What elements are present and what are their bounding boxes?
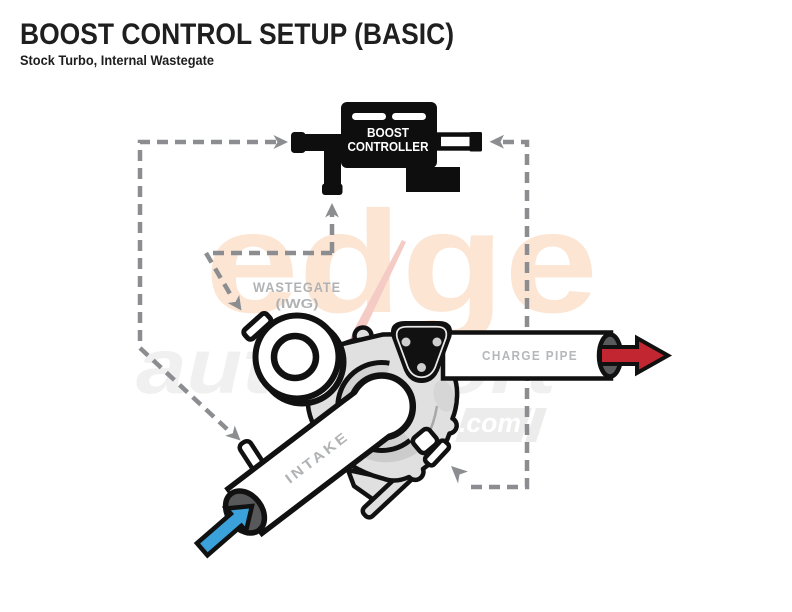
svg-text:.com: .com: [459, 408, 521, 438]
svg-text:(IWG): (IWG): [276, 297, 319, 311]
svg-text:BOOST: BOOST: [367, 126, 409, 140]
svg-text:CONTROLLER: CONTROLLER: [348, 140, 429, 154]
svg-text:CHARGE PIPE: CHARGE PIPE: [482, 348, 578, 363]
svg-text:WASTEGATE: WASTEGATE: [253, 280, 341, 295]
svg-text:BOOST CONTROL SETUP (BASIC): BOOST CONTROL SETUP (BASIC): [20, 18, 454, 51]
svg-text:Stock Turbo, Internal Wastegat: Stock Turbo, Internal Wastegate: [20, 53, 214, 68]
